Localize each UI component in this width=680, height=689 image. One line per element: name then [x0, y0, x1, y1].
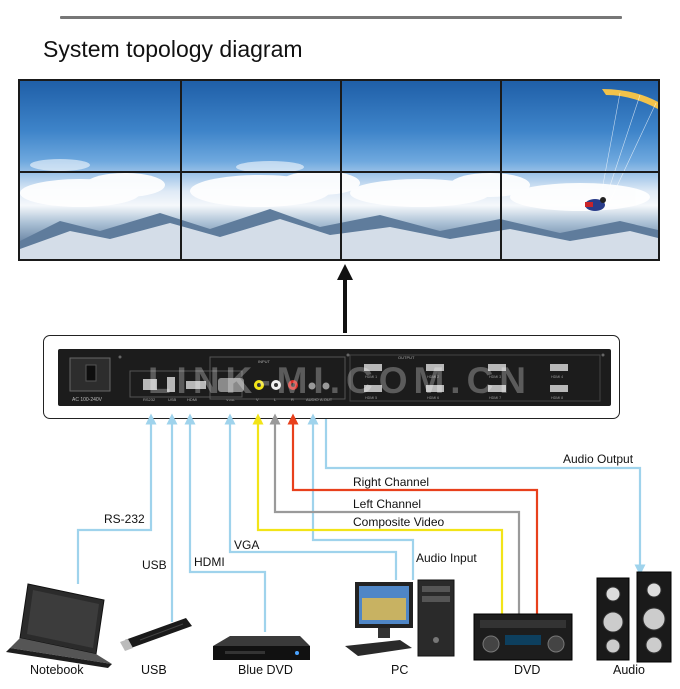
rs232-label: RS-232 [104, 512, 145, 526]
svg-text:INPUT: INPUT [258, 359, 271, 364]
svg-text:AUDIO: AUDIO [306, 397, 319, 402]
svg-text:R: R [291, 397, 294, 402]
paraglider-wing [602, 89, 658, 109]
svg-text:HDMI 6: HDMI 6 [427, 396, 439, 400]
notebook-icon [6, 583, 112, 668]
hdmi-in-port [186, 381, 206, 389]
rs232-line [76, 413, 157, 584]
dvd-player-icon [473, 613, 573, 661]
notebook-label: Notebook [30, 663, 84, 677]
audio-output-label: Audio Output [563, 452, 634, 466]
svg-text:OUTPUT: OUTPUT [398, 355, 415, 360]
hdmi-label: HDMI [194, 555, 225, 569]
audio-input-label: Audio Input [416, 551, 477, 565]
screen-grid [20, 81, 658, 259]
svg-text:HDMI 5: HDMI 5 [365, 396, 377, 400]
paraglider-pilots [585, 197, 606, 211]
svg-text:USB: USB [168, 397, 177, 402]
controller-rear-panel: AC 100-240V RS232 USB HDMI VGA INPUT V L… [58, 349, 611, 406]
svg-text:HDMI 4: HDMI 4 [551, 375, 563, 379]
svg-text:HDMI 7: HDMI 7 [489, 396, 501, 400]
page-title: System topology diagram [43, 36, 303, 62]
usb-stick-icon [120, 618, 192, 651]
svg-text:A.OUT: A.OUT [320, 397, 333, 402]
power-label: AC 100-240V [72, 397, 103, 403]
blue-dvd-player-icon [213, 636, 310, 660]
vga-line [224, 413, 398, 580]
vga-label: VGA [234, 538, 260, 552]
svg-text:HDMI 3: HDMI 3 [489, 375, 501, 379]
composite-video-label: Composite Video [353, 515, 445, 529]
top-divider [60, 16, 622, 19]
audio-input-line [307, 413, 415, 580]
pc-label: PC [391, 663, 409, 677]
svg-text:HDMI 2: HDMI 2 [427, 375, 439, 379]
svg-text:HDMI: HDMI [187, 397, 197, 402]
pc-icon [345, 579, 455, 657]
hdmi-line [184, 413, 267, 632]
audio-in-jack [308, 382, 316, 390]
svg-text:L: L [274, 397, 277, 402]
usb-device-label: USB [141, 663, 167, 677]
video-wall-scene [20, 81, 658, 259]
rs232-port [143, 379, 157, 390]
right-channel-line [287, 413, 539, 614]
svg-text:RS232: RS232 [143, 397, 156, 402]
audio-output-line [324, 419, 646, 576]
hdmi-output-ports [364, 364, 568, 392]
svg-text:HDMI 8: HDMI 8 [551, 396, 563, 400]
usb-line-label: USB [142, 558, 167, 572]
output-to-wall-arrow [337, 264, 353, 333]
audio-label: Audio [613, 663, 645, 677]
watermark: LINK-MI.COM.CN [147, 360, 533, 401]
usb-port [167, 377, 175, 392]
composite-video-line [252, 413, 504, 614]
svg-text:V: V [256, 397, 259, 402]
svg-text:HDMI 1: HDMI 1 [365, 375, 377, 379]
left-channel-line [269, 413, 521, 614]
right-channel-label: Right Channel [353, 475, 430, 489]
speakers-icon [596, 571, 672, 663]
dvd-label: DVD [514, 663, 541, 677]
video-wall [18, 79, 660, 261]
blue-dvd-label: Blue DVD [238, 663, 293, 677]
vga-port [218, 378, 244, 392]
left-channel-label: Left Channel [353, 497, 422, 511]
audio-out-jack [322, 382, 330, 390]
